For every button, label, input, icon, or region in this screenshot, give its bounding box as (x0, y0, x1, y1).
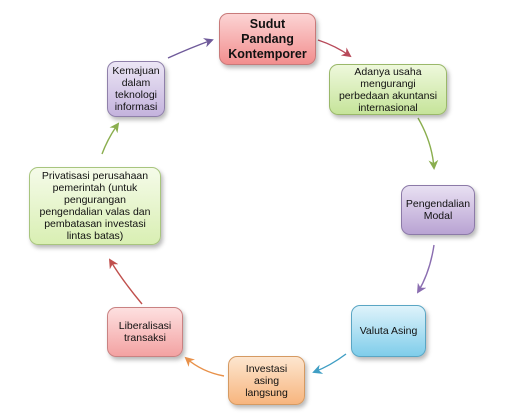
node-liberalisasi: Liberalisasi transaksi (107, 307, 183, 357)
node-label: Investasi asing langsung (245, 362, 288, 399)
arrow-liberalisasi-to-privatisasi (108, 258, 143, 305)
node-adanya-usaha: Adanya usaha mengurangi perbedaan akunta… (329, 64, 447, 115)
node-privatisasi: Privatisasi perusahaan pemerintah (untuk… (29, 167, 161, 245)
arrow-valuta-asing-to-investasi (312, 353, 347, 374)
node-label: Privatisasi perusahaan pemerintah (untuk… (39, 170, 151, 242)
node-label: Kemajuan dalam teknologi informasi (112, 65, 160, 113)
arrow-pengendalian-modal-to-valuta-asing (416, 244, 435, 294)
arrow-privatisasi-to-kemajuan (101, 122, 120, 155)
node-investasi-asing: Investasi asing langsung (228, 356, 305, 405)
node-label: Adanya usaha mengurangi perbedaan akunta… (338, 65, 438, 114)
arrow-sudut-pandang-to-usaha (317, 39, 352, 58)
node-label: Liberalisasi transaksi (118, 320, 172, 344)
node-sudut-pandang: Sudut Pandang Kontemporer (219, 13, 316, 65)
arrow-kemajuan-to-sudut-pandang (167, 38, 214, 59)
arrow-usaha-to-pengendalian-modal (417, 117, 439, 170)
node-label: Sudut Pandang Kontemporer (228, 16, 307, 61)
node-label: Pengendalian Modal (405, 198, 471, 222)
node-valuta-asing: Valuta Asing (351, 305, 426, 357)
arrow-investasi-to-liberalisasi (184, 356, 225, 377)
node-kemajuan: Kemajuan dalam teknologi informasi (107, 61, 165, 117)
node-pengendalian-modal: Pengendalian Modal (401, 185, 475, 235)
node-label: Valuta Asing (359, 325, 418, 337)
